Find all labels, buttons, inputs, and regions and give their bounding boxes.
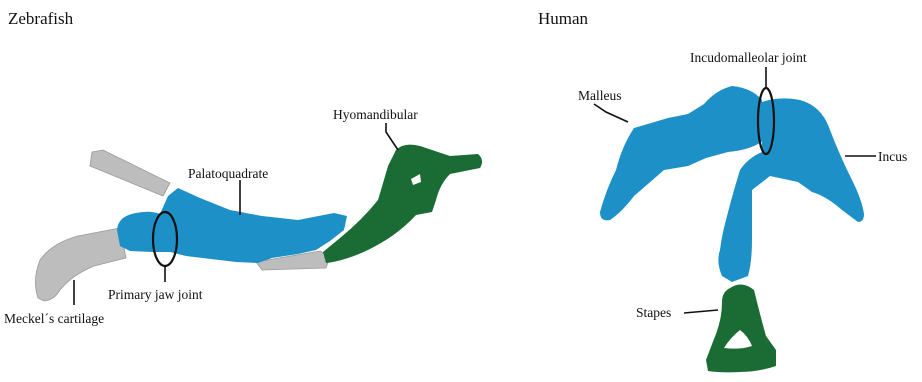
hyomandibular-shape (323, 145, 482, 263)
stapes-shape (706, 284, 776, 372)
palatoquadrate-shape (117, 188, 347, 263)
hyomandibular-leader (386, 123, 398, 150)
primary-jaw-joint-label: Primary jaw joint (108, 287, 203, 302)
incus-label: Incus (878, 149, 907, 164)
palatoquadrate-label: Palatoquadrate (188, 166, 268, 181)
zebrafish-panel: Zebrafish Palatoquadrate Hyomandibular P… (4, 9, 482, 326)
incudomalleolar-joint-label: Incudomalleolar joint (690, 50, 807, 65)
stapes-label: Stapes (636, 305, 671, 320)
human-panel: Human Incudomalleolar joint Malleus Incu… (538, 9, 907, 372)
zebrafish-title: Zebrafish (8, 9, 74, 28)
hyomandibular-label: Hyomandibular (333, 107, 418, 122)
upper-cartilage-bar (90, 150, 170, 196)
human-title: Human (538, 9, 589, 28)
meckels-cartilage-label: Meckel´s cartilage (4, 311, 104, 326)
stapes-leader (684, 310, 718, 313)
malleus-label: Malleus (578, 88, 622, 103)
malleus-leader (594, 104, 628, 122)
